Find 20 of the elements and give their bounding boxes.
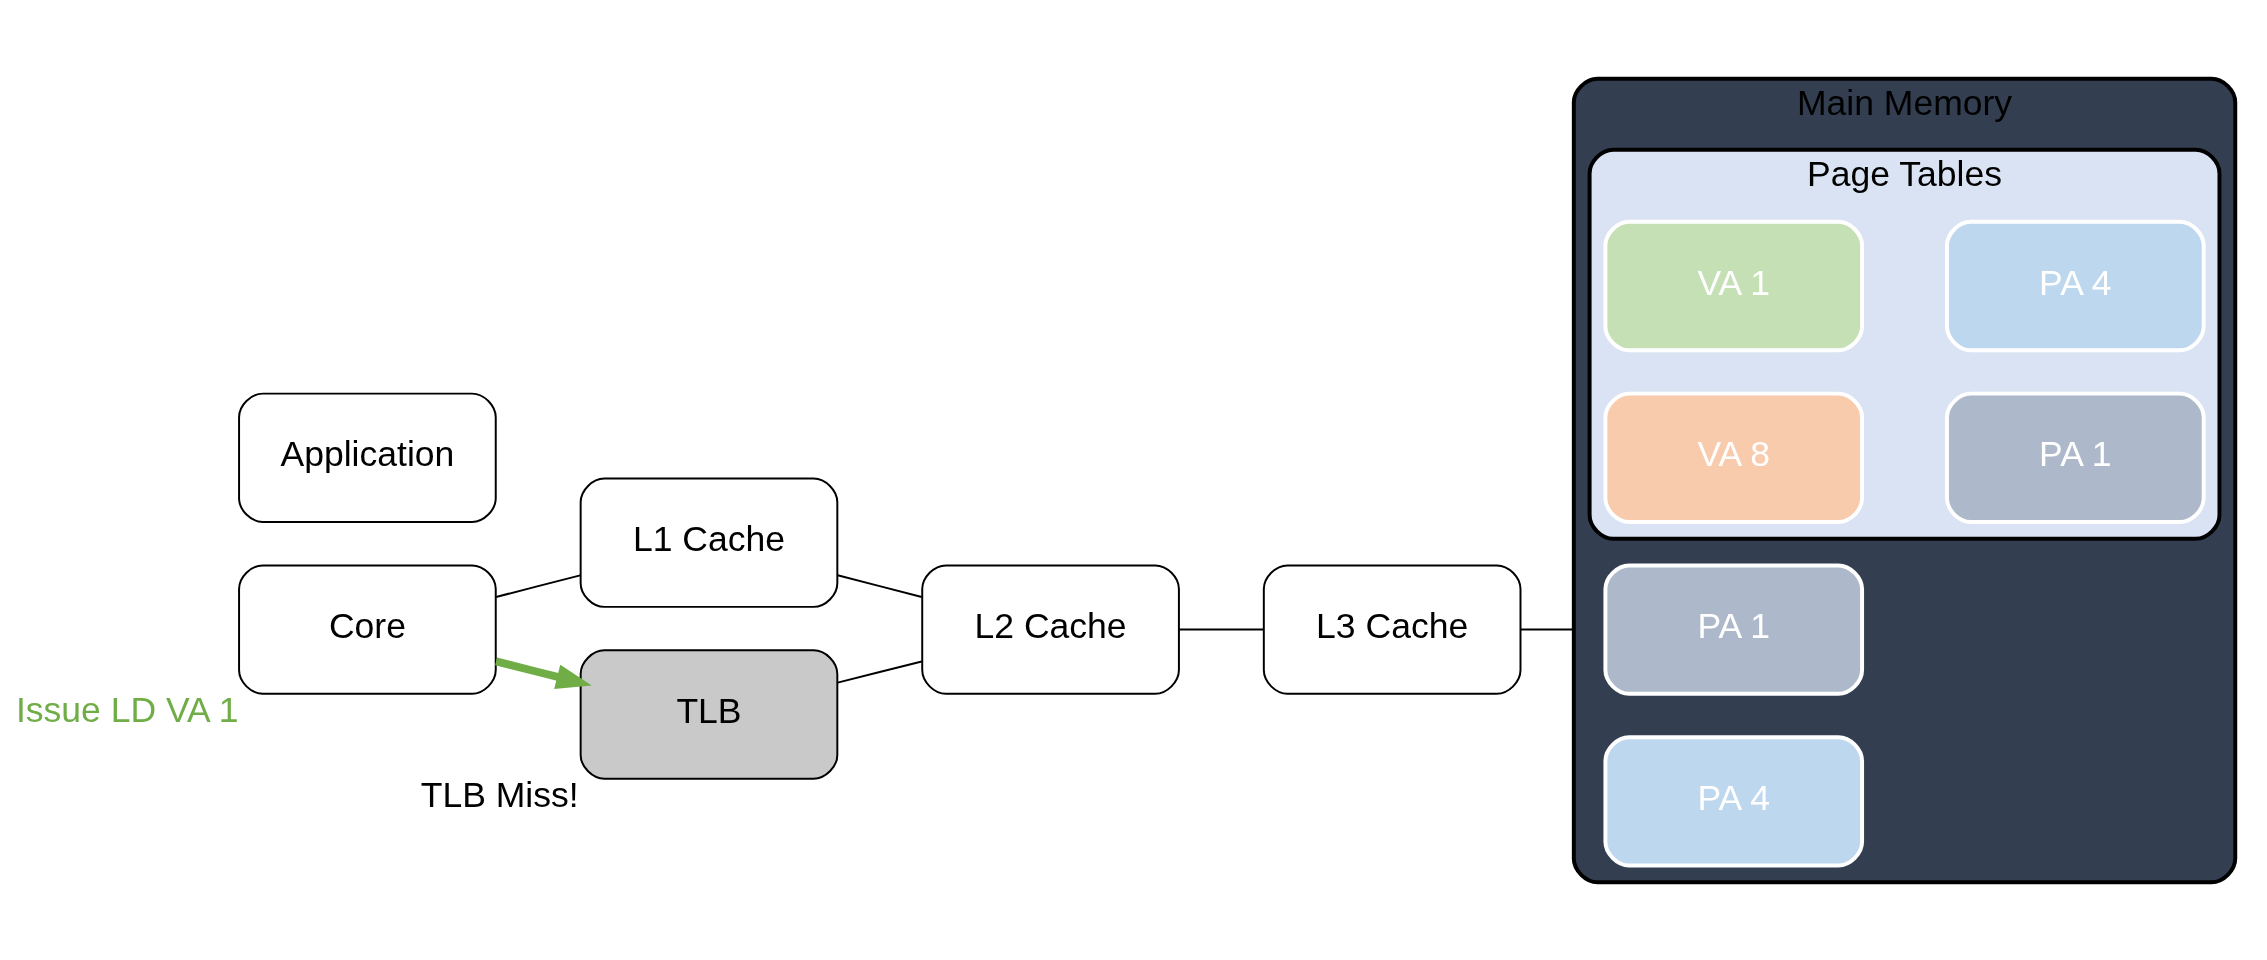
arrow	[495, 657, 592, 689]
node-box: PA 4	[1945, 219, 2206, 352]
connector	[1178, 628, 1265, 631]
node-box: Core	[238, 563, 497, 695]
node-box: L2 Cache	[921, 563, 1180, 695]
connector	[495, 573, 582, 598]
node-box: PA 1	[1945, 391, 2206, 524]
connector	[836, 659, 923, 684]
node-box: TLB	[579, 648, 839, 780]
node-box: L1 Cache	[579, 477, 839, 608]
node-label: Issue LD VA 1	[15, 689, 239, 730]
node-box: Application	[238, 392, 497, 523]
connector	[836, 573, 923, 598]
node-box: PA 1	[1603, 562, 1865, 696]
node-box: L3 Cache	[1262, 563, 1522, 695]
connector	[1519, 628, 1575, 631]
node-box: VA 8	[1603, 391, 1865, 524]
node-label: TLB Miss!	[420, 774, 579, 815]
node-box: PA 4	[1603, 734, 1865, 867]
node-box: VA 1	[1603, 219, 1865, 352]
